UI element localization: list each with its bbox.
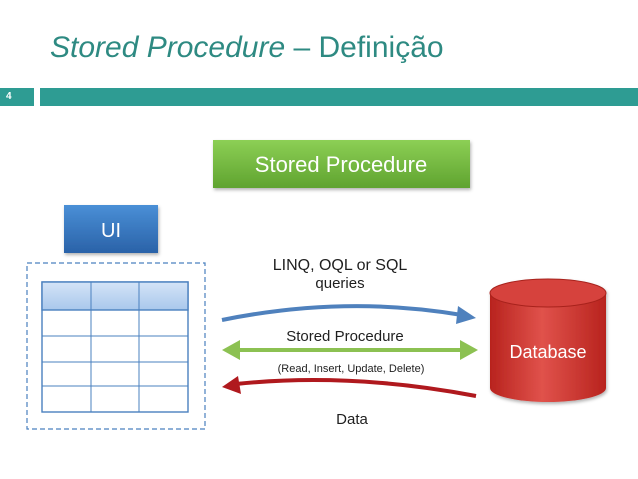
stored-procedure-arrow-label: Stored Procedure (286, 328, 404, 345)
ui-grid-table (41, 281, 189, 413)
stored-procedure-box-label: Stored Procedure (255, 152, 427, 177)
query-arrow-label-line2: queries (315, 275, 364, 292)
query-arrow-label-line1: LINQ, OQL or SQL (273, 257, 408, 274)
slide-title: Stored Procedure – Definição (50, 30, 444, 66)
data-arrow (222, 376, 477, 398)
ui-box: UI (64, 205, 158, 253)
slide-title-italic: Stored Procedure (50, 31, 286, 64)
ui-dashed-container (26, 262, 206, 430)
database-label: Database (509, 342, 586, 362)
ui-box-label: UI (101, 220, 121, 242)
slide-title-rest: – Definição (285, 31, 444, 64)
data-arrow-label: Data (336, 411, 368, 428)
stored-procedure-arrow (222, 340, 478, 360)
stored-procedure-arrow-sublabel: (Read, Insert, Update, Delete) (278, 363, 425, 375)
ui-grid-header-row (41, 281, 189, 311)
query-arrow (221, 304, 476, 324)
title-accent-bar (40, 88, 638, 106)
database-cylinder (489, 278, 607, 402)
stored-procedure-box: Stored Procedure (213, 140, 470, 188)
page-number-badge: 4 (0, 88, 34, 106)
